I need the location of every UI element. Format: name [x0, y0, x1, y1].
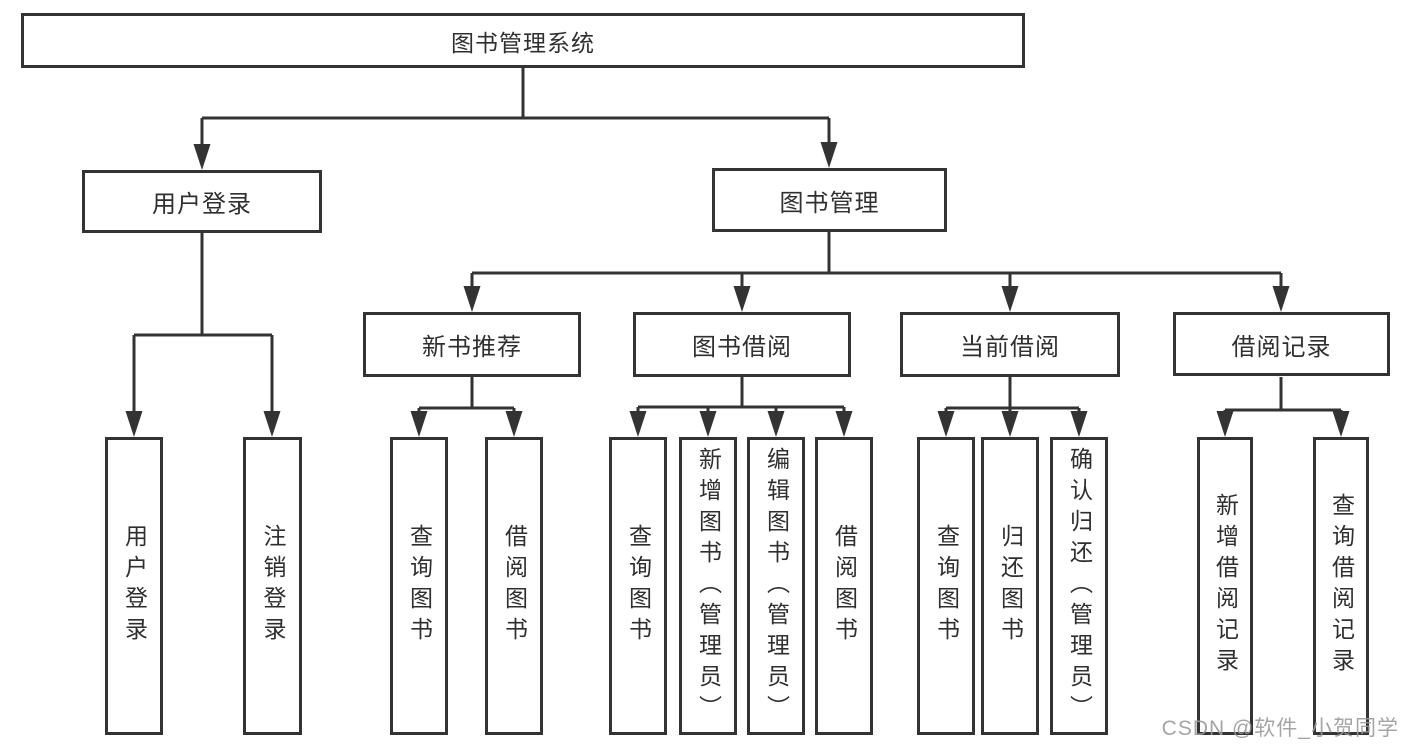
leaf-br-query-borrow-record: 查询借阅记录: [1313, 437, 1369, 735]
leaf-bb-add-book-admin: 新增图书（管理员）: [679, 437, 737, 735]
node-new-book-recommend: 新书推荐: [363, 312, 581, 377]
leaf-nr-borrow-books: 借阅图书: [485, 437, 543, 735]
leaf-br-add-borrow-record: 新增借阅记录: [1197, 437, 1253, 735]
leaf-bb-edit-book-admin: 编辑图书（管理员）: [747, 437, 805, 735]
leaf-bb-query-books: 查询图书: [609, 437, 667, 735]
leaf-cb-query-books: 查询图书: [917, 437, 975, 735]
node-root: 图书管理系统: [21, 13, 1025, 68]
node-current-borrowing: 当前借阅: [900, 312, 1120, 377]
node-borrowing-records: 借阅记录: [1173, 312, 1390, 376]
arrowheads: [125, 142, 1350, 437]
leaf-nr-query-books: 查询图书: [390, 437, 448, 735]
leaf-user-login: 用户登录: [105, 437, 163, 735]
node-book-management: 图书管理: [712, 168, 947, 232]
leaf-logout-login: 注销登录: [243, 437, 302, 735]
watermark: CSDN @软件_小贺同学: [1161, 717, 1399, 740]
leaf-cb-return-books: 归还图书: [981, 437, 1039, 735]
leaf-bb-borrow-books: 借阅图书: [815, 437, 873, 735]
node-user-login: 用户登录: [82, 170, 322, 233]
node-book-borrowing: 图书借阅: [633, 312, 851, 377]
leaf-cb-confirm-return-admin: 确认归还（管理员）: [1050, 437, 1108, 735]
